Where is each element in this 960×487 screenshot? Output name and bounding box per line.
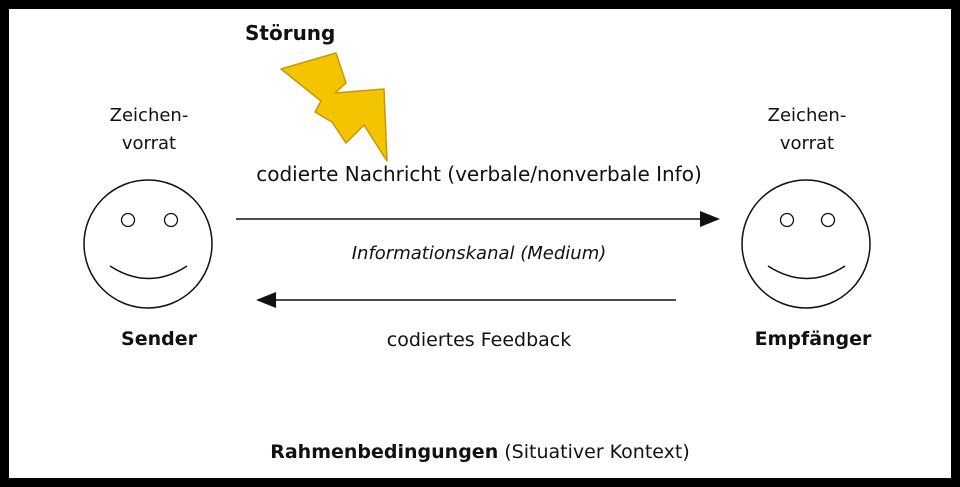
- feedback-arrow: [256, 292, 676, 308]
- receiver-face-icon: [741, 179, 871, 309]
- channel-label: Informationskanal (Medium): [351, 243, 607, 264]
- diagram-graphics: [83, 52, 871, 309]
- sender-sign-stock-line1: Zeichen-: [109, 105, 189, 126]
- message-label: codierte Nachricht (verbale/nonverbale I…: [256, 162, 702, 186]
- sender-label: Sender: [121, 328, 197, 350]
- message-arrow: [236, 211, 720, 227]
- diagram-canvas: Störung Zeichen- vorrat Zeichen- vorrat …: [9, 9, 951, 478]
- frame-conditions: Rahmenbedingungen (Situativer Kontext): [139, 441, 821, 463]
- sender-sign-stock-line2: vorrat: [121, 133, 177, 154]
- frame-conditions-bold: Rahmenbedingungen: [270, 441, 499, 463]
- receiver-sign-stock-line2: vorrat: [779, 133, 835, 154]
- feedback-label: codiertes Feedback: [386, 329, 572, 351]
- noise-label: Störung: [245, 21, 336, 45]
- receiver-sign-stock-line1: Zeichen-: [767, 105, 847, 126]
- lightning-icon: [280, 52, 388, 162]
- sender-face-icon: [83, 179, 213, 309]
- receiver-label: Empfänger: [754, 328, 872, 350]
- frame-conditions-context: (Situativer Kontext): [504, 441, 690, 463]
